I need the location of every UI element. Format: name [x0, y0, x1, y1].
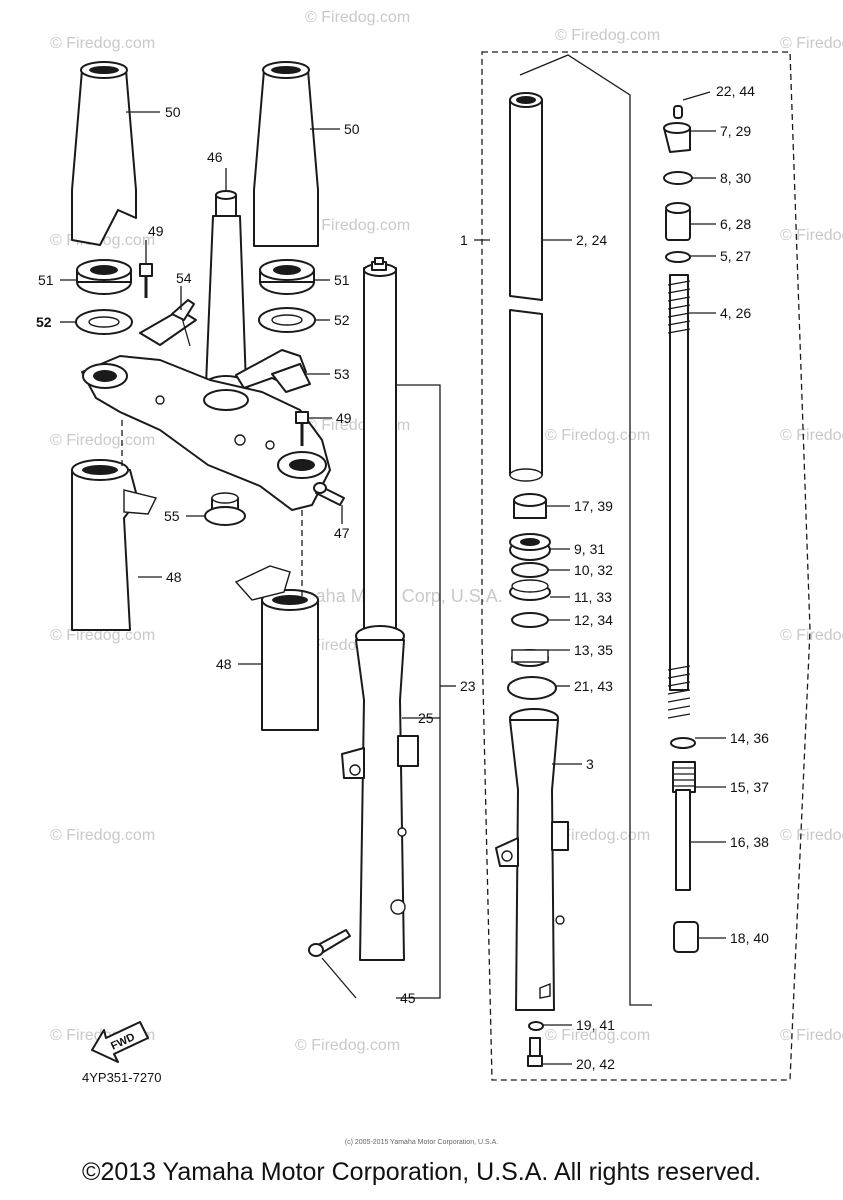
- label-46: 46: [207, 149, 223, 165]
- label-16-38: 16, 38: [730, 834, 769, 850]
- label-22-44: 22, 44: [716, 83, 755, 99]
- watermark: © Firedog.com: [305, 217, 410, 234]
- label-23: 23: [460, 678, 476, 694]
- label-55: 55: [164, 508, 180, 524]
- bearing-51-left: [76, 259, 132, 295]
- washer-19-41: [528, 1021, 544, 1031]
- copyright-footer: ©2013 Yamaha Motor Corporation, U.S.A. A…: [82, 1158, 761, 1186]
- label-49: 49: [336, 410, 352, 426]
- fwd-arrow-icon: FWD: [91, 1021, 149, 1063]
- label-7-29: 7, 29: [720, 123, 751, 139]
- bolt-45: [308, 929, 351, 957]
- label-14-36: 14, 36: [730, 730, 769, 746]
- label-49: 49: [148, 223, 164, 239]
- label-52: 52: [36, 314, 52, 330]
- watermark: © Firedog.com: [780, 427, 843, 444]
- fork-tube-assembly-25: [341, 257, 419, 961]
- inner-tube-2-24: [509, 92, 543, 482]
- subassembly-bracket: [519, 54, 652, 1006]
- label-45: 45: [400, 990, 416, 1006]
- label-48: 48: [166, 569, 182, 585]
- label-13-35: 13, 35: [574, 642, 613, 658]
- watermark: © Firedog.com: [780, 827, 843, 844]
- label-53: 53: [334, 366, 350, 382]
- watermark: © Firedog.com: [50, 827, 155, 844]
- bearing-51-right: [259, 259, 315, 295]
- label-10-32: 10, 32: [574, 562, 613, 578]
- label-54: 54: [176, 270, 192, 286]
- watermark: © Firedog.com: [50, 627, 155, 644]
- label-47: 47: [334, 525, 350, 541]
- label-48: 48: [216, 656, 232, 672]
- label-6-28: 6, 28: [720, 216, 751, 232]
- label-15-37: 15, 37: [730, 779, 769, 795]
- label-9-31: 9, 31: [574, 541, 605, 557]
- watermark: © Firedog.com: [545, 1027, 650, 1044]
- outer-tube-3: [495, 708, 569, 1011]
- bolt-20-42: [527, 1037, 543, 1067]
- bracket-53: [235, 349, 311, 393]
- label-19-41: 19, 41: [576, 1017, 615, 1033]
- watermark: © Firedog.com: [780, 35, 843, 52]
- label-8-30: 8, 30: [720, 170, 751, 186]
- seal-52-left: [75, 309, 133, 335]
- label-50: 50: [165, 104, 181, 120]
- label-11-33: 11, 33: [574, 589, 612, 605]
- label-4-26: 4, 26: [720, 305, 751, 321]
- cover-48-right: [234, 565, 319, 731]
- steering-stem: [203, 190, 249, 397]
- damper-column: [663, 105, 699, 953]
- label-3: 3: [586, 756, 594, 772]
- part-labels: 50 50 46 49 54 51 52 51 52 53 49 47 55 4…: [36, 83, 769, 1072]
- label-12-34: 12, 34: [574, 612, 613, 628]
- leader-lines: [60, 91, 726, 1065]
- label-1: 1: [460, 232, 468, 248]
- label-2-24: 2, 24: [576, 232, 607, 248]
- watermark: © Firedog.com: [50, 35, 155, 52]
- watermark: © Firedog.com: [305, 9, 410, 26]
- watermark: © Firedog.com: [780, 1027, 843, 1044]
- cover-left-upper: [71, 61, 137, 246]
- label-5-27: 5, 27: [720, 248, 751, 264]
- watermark: © Firedog.com: [295, 1037, 400, 1054]
- label-51: 51: [334, 272, 350, 288]
- assembly-boundary: [481, 51, 811, 1081]
- cover-48-left: [71, 459, 158, 631]
- bolt-47: [313, 482, 345, 506]
- nut-55: [204, 492, 246, 526]
- label-21-43: 21, 43: [574, 678, 613, 694]
- watermark-group: © Firedog.com © Firedog.com © Firedog.co…: [50, 9, 843, 1054]
- label-17-39: 17, 39: [574, 498, 613, 514]
- watermark: © Firedog.com: [545, 427, 650, 444]
- watermark: © Firedog.com: [50, 432, 155, 449]
- bolt-49-left: [139, 263, 153, 298]
- label-20-42: 20, 42: [576, 1056, 615, 1072]
- bracket-54: [139, 299, 197, 347]
- under-bracket: [81, 355, 331, 511]
- watermark: © Firedog.com: [780, 627, 843, 644]
- label-18-40: 18, 40: [730, 930, 769, 946]
- label-25: 25: [418, 710, 434, 726]
- seal-52-right: [258, 307, 316, 333]
- label-51: 51: [38, 272, 54, 288]
- part-code: 4YP351-7270: [82, 1070, 162, 1085]
- watermark: © Firedog.com: [545, 827, 650, 844]
- label-50: 50: [344, 121, 360, 137]
- label-52: 52: [334, 312, 350, 328]
- watermark: © Firedog.com: [780, 227, 843, 244]
- cover-right-upper: [253, 61, 319, 247]
- watermark: © Firedog.com: [555, 27, 660, 44]
- seal-stack: [507, 493, 557, 700]
- fine-print: (c) 2005-2015 Yamaha Motor Corporation, …: [344, 1139, 499, 1146]
